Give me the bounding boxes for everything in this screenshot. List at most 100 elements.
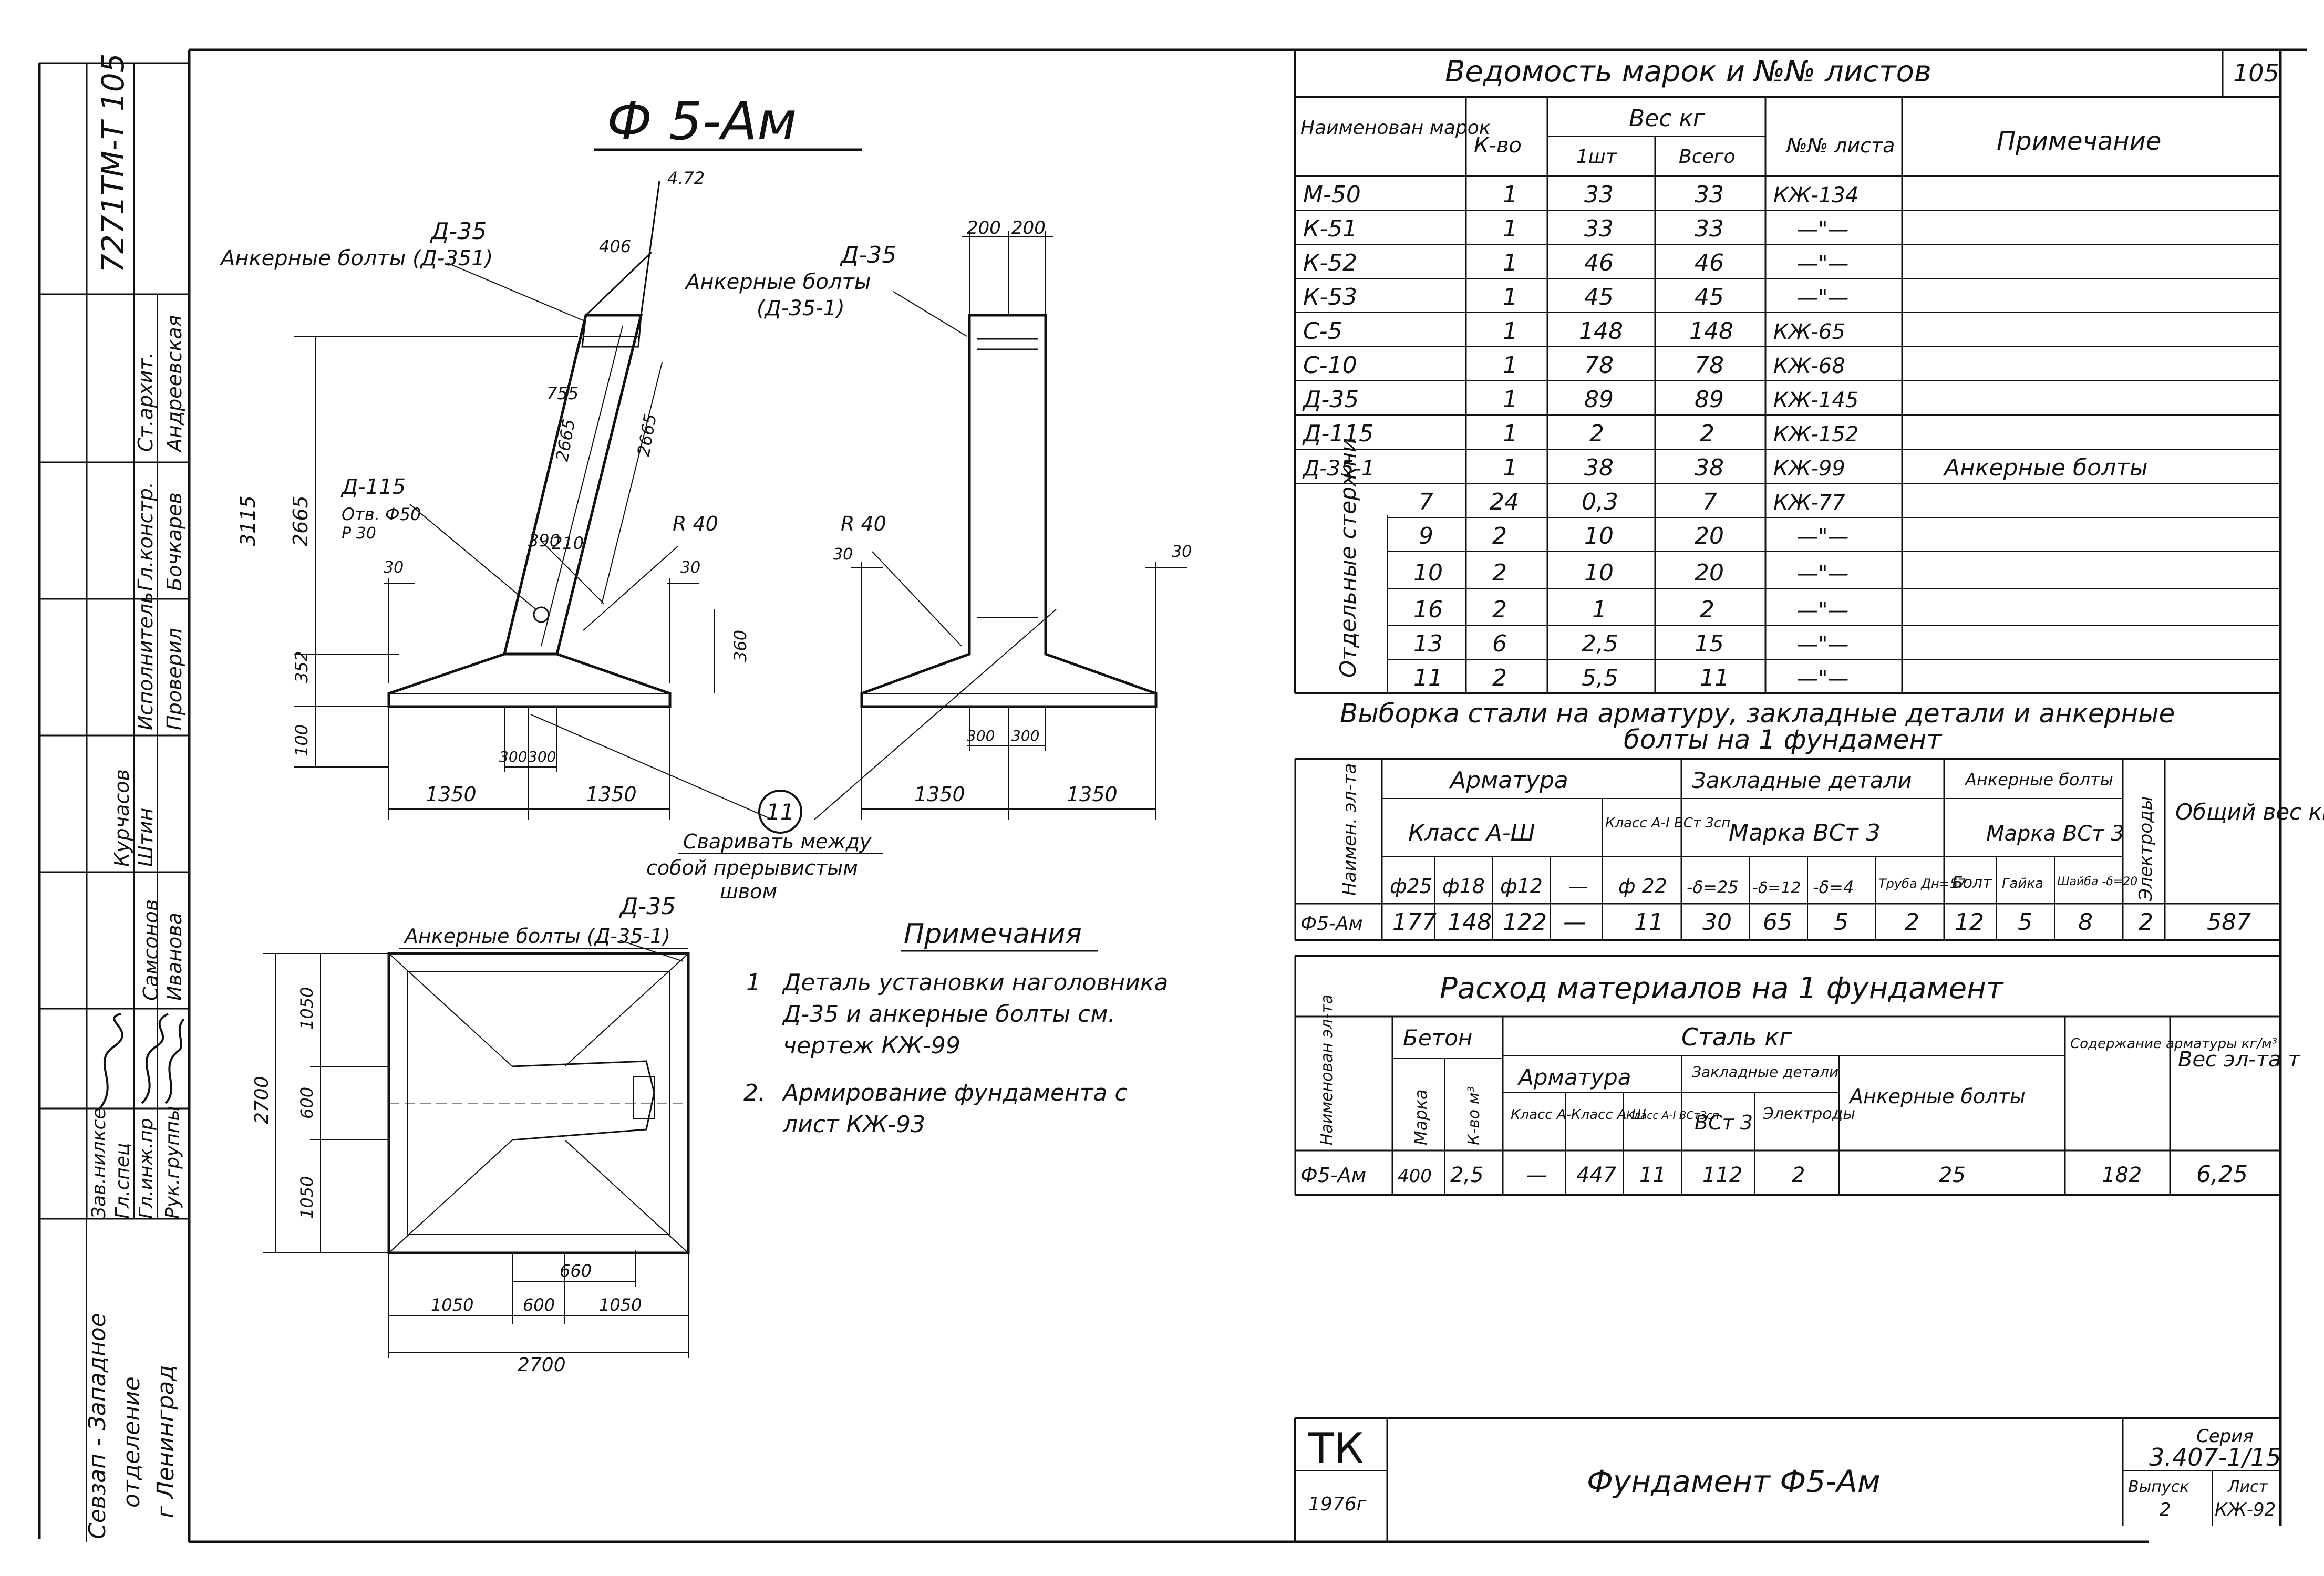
steel-sub-4: — [1568,875,1588,898]
cell: 2,5 [1450,1163,1484,1187]
label-d35-b: Д-35 [840,242,896,268]
cell: 46 [1584,250,1614,276]
side-role-3: Исполнитель [134,592,157,730]
note-2-line-2: лист КЖ-93 [782,1111,925,1138]
dim-1350-c: 1350 [914,783,965,806]
steel-sub-7: -δ=12 [1752,879,1801,897]
mat-h-name: Наименован эл-та [1318,994,1336,1145]
cell: 177 [1392,909,1437,936]
cell: 25 [1939,1163,1966,1187]
side-name-3: Проверил [163,628,186,730]
series-number: 3.407-1/15 [2149,1443,2281,1471]
title-block: ТК 1976г Фундамент Ф5-Ам Серия 3.407-1/1… [1294,1417,2281,1542]
mat-h-steel: Сталь кг [1681,1023,1792,1051]
weld-note-2: собой прерывистым [646,856,858,879]
steel-sub-10: Болт [1952,874,1992,892]
cell: С-10 [1303,352,1357,379]
cell: 16 [1413,596,1443,623]
steel-sub-2: ф18 [1442,875,1485,898]
label-anchor-b2: (Д-35-1) [757,296,845,320]
cell: 2 [1700,420,1714,447]
label-p30: Р 30 [342,524,376,543]
cell: Ф5-Ам [1300,1164,1366,1187]
cell: 89 [1695,386,1724,413]
cell: КЖ-145 [1773,388,1858,412]
cell: 13 [1413,630,1443,657]
table-row: К-52 1 46 46 —"— [1303,250,1848,276]
cell: Д-35 [1302,386,1359,413]
dim-1350-a: 1350 [426,783,477,806]
cell: 20 [1695,559,1724,586]
cell: КЖ-99 [1773,457,1845,481]
plan-dim-1050-c: 1050 [431,1295,473,1315]
notes-title: Примечания [904,918,1082,950]
sheet-label: Лист [2227,1478,2269,1496]
weld-note-3: швом [720,880,777,903]
cell: 447 [1576,1163,1617,1187]
steel-h-class1: Класс А-I ВСт 3сп [1605,815,1730,831]
series-label: Серия [2196,1426,2254,1447]
issue-number: 2 [2160,1499,2171,1520]
cell: 2 [1492,523,1507,549]
cell: 2 [1492,665,1507,691]
steel-title-1: Выборка стали на арматуру, закладные дет… [1340,698,2175,729]
steel-h-anchor-grade: Марка ВСт 3 [1986,822,2124,846]
steel-sub-columns [1434,856,2055,940]
dim-360: 360 [730,630,750,662]
mat-h-arm: Арматура [1517,1064,1631,1090]
dim-200-a: 200 [967,217,1001,239]
cell: 2 [1905,909,1919,936]
side-position-4: Рук.группы [162,1106,183,1219]
cell: 33 [1584,181,1614,208]
cell: 20 [1695,523,1724,549]
cell: 0,3 [1582,489,1618,515]
note-1-number: 1 [746,969,761,996]
cell: — [1563,909,1586,936]
steel-h-anchor: Анкерные болты [1964,770,2113,790]
steel-sub-9: Труба Дн=57 [1878,876,1966,891]
cell: —"— [1797,525,1848,549]
dim-406: 406 [599,236,631,256]
dim-472: 4.72 [667,168,705,188]
label-r40-a: R 40 [673,512,718,535]
note-1-line-2: Д-35 и анкерные болты см. [782,1001,1115,1028]
mat-h-vol: К-во м³ [1465,1086,1483,1145]
cell: 2 [1492,559,1507,586]
cell: 11 [1413,665,1443,691]
issue-label: Выпуск [2128,1478,2189,1496]
materials-title: Расход материалов на 1 фундамент [1440,971,2004,1005]
note-2-line-1: Армирование фундамента с [781,1080,1128,1106]
group-label: Отдельные стержни [1335,438,1361,678]
marks-h-name: Наименован марок [1300,117,1491,139]
cell: 33 [1695,215,1724,242]
dim-300-b: 300 [528,748,556,765]
label-d115: Д-115 [340,475,406,499]
side-name-1: Андреевская [163,315,186,453]
dim-300-a: 300 [499,748,527,765]
label-d35-a: Д-35 [430,218,487,245]
cell: 5,5 [1582,665,1618,691]
table-row: 11 2 5,5 11 —"— [1413,665,1848,691]
plan-dim-600: 600 [297,1087,317,1119]
mat-h-emb: Закладные детали [1692,1063,1838,1081]
drawing-name: Фундамент Ф5-Ам [1587,1464,1881,1499]
cell: КЖ-65 [1773,320,1845,344]
mat-h-content: Содержание арматуры кг/м³ [2070,1036,2277,1052]
foundation-mark-title: Ф 5-Ам [607,90,797,152]
dim-30-c: 30 [833,545,853,564]
cell: 1 [1503,284,1517,310]
cell: —"— [1797,217,1848,242]
cell: 24 [1490,489,1519,515]
cell: 9 [1419,523,1433,549]
table-row: 16 2 1 2 —"— [1413,596,1848,623]
cell: КЖ-68 [1773,354,1845,378]
node-callout [758,790,802,834]
node-number: 11 [766,799,794,825]
table-row: М-50 1 33 33 КЖ-134 [1303,181,1858,208]
cell: 2 [2139,909,2153,936]
cell: К-52 [1303,250,1357,276]
cell: 1 [1503,352,1517,379]
dim-3115: 3115 [236,495,260,546]
cell: 5 [2018,909,2032,936]
